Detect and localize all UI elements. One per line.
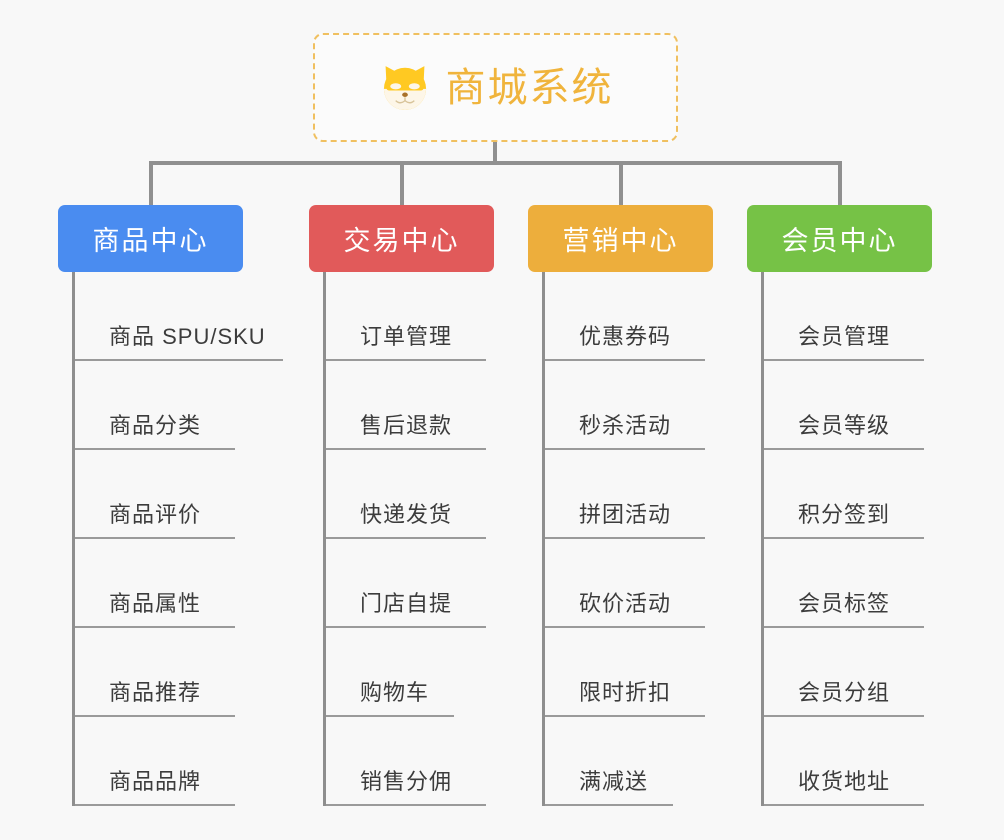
leaf-item-underline xyxy=(326,359,486,361)
leaf-item[interactable]: 商品 SPU/SKU xyxy=(75,272,283,361)
leaf-item[interactable]: 会员等级 xyxy=(764,361,924,450)
leaf-item-label: 优惠券码 xyxy=(579,324,672,349)
leaf-item-label: 销售分佣 xyxy=(360,769,453,794)
branch-box-marketing-center[interactable]: 营销中心 xyxy=(528,205,713,272)
leaf-item-underline xyxy=(326,715,454,717)
leaf-item-label: 砍价活动 xyxy=(579,591,672,616)
leaf-item[interactable]: 销售分佣 xyxy=(326,717,486,806)
leaf-item-underline xyxy=(326,626,486,628)
leaf-item-label: 快递发货 xyxy=(360,502,453,527)
connector-drop-1 xyxy=(149,161,153,207)
leaf-column-spine xyxy=(542,272,545,806)
leaf-item-label: 限时折扣 xyxy=(579,680,672,705)
leaf-item-underline xyxy=(326,448,486,450)
leaf-item-underline xyxy=(75,448,235,450)
leaf-item-label: 商品推荐 xyxy=(109,680,202,705)
leaf-item-label: 收货地址 xyxy=(798,769,891,794)
leaf-item-label: 售后退款 xyxy=(360,413,453,438)
leaf-item-underline xyxy=(545,537,705,539)
connector-horizontal-bus xyxy=(149,161,842,165)
leaf-item-underline xyxy=(764,448,924,450)
leaf-item[interactable]: 限时折扣 xyxy=(545,628,705,717)
branch-box-product-center[interactable]: 商品中心 xyxy=(58,205,243,272)
connector-drop-3 xyxy=(619,161,623,207)
leaf-item-underline xyxy=(764,715,924,717)
leaf-item[interactable]: 秒杀活动 xyxy=(545,361,705,450)
leaf-item-underline xyxy=(545,359,705,361)
leaf-item-underline xyxy=(326,537,486,539)
leaf-item-label: 拼团活动 xyxy=(579,502,672,527)
root-node-label: 商城系统 xyxy=(445,65,614,110)
leaf-column-spine xyxy=(323,272,326,806)
leaf-item-label: 商品 SPU/SKU xyxy=(109,324,266,349)
leaf-item[interactable]: 订单管理 xyxy=(326,272,486,361)
leaf-item[interactable]: 购物车 xyxy=(326,628,454,717)
leaf-column-spine xyxy=(761,272,764,806)
branch-box-member-center[interactable]: 会员中心 xyxy=(747,205,932,272)
leaf-item[interactable]: 售后退款 xyxy=(326,361,486,450)
leaf-item-label: 购物车 xyxy=(360,680,430,705)
leaf-item-label: 会员等级 xyxy=(798,413,891,438)
leaf-item-underline xyxy=(545,626,705,628)
leaf-item[interactable]: 会员管理 xyxy=(764,272,924,361)
leaf-item[interactable]: 商品分类 xyxy=(75,361,235,450)
connector-root-stem xyxy=(493,142,497,163)
leaf-item[interactable]: 优惠券码 xyxy=(545,272,705,361)
leaf-item[interactable]: 会员标签 xyxy=(764,539,924,628)
leaf-item[interactable]: 门店自提 xyxy=(326,539,486,628)
leaf-item-label: 商品分类 xyxy=(109,413,202,438)
leaf-item-underline xyxy=(326,804,486,806)
leaf-item[interactable]: 商品属性 xyxy=(75,539,235,628)
leaf-item-label: 秒杀活动 xyxy=(579,413,672,438)
leaf-item-underline xyxy=(545,804,673,806)
leaf-item-label: 会员管理 xyxy=(798,324,891,349)
leaf-item-underline xyxy=(764,537,924,539)
leaf-item-label: 门店自提 xyxy=(360,591,453,616)
leaf-item[interactable]: 商品品牌 xyxy=(75,717,235,806)
branch-label: 商品中心 xyxy=(92,226,209,256)
leaf-item-underline xyxy=(764,359,924,361)
leaf-item[interactable]: 会员分组 xyxy=(764,628,924,717)
leaf-item-underline xyxy=(75,715,235,717)
leaf-item-label: 会员分组 xyxy=(798,680,891,705)
leaf-item-label: 商品属性 xyxy=(109,591,202,616)
leaf-item-underline xyxy=(764,804,924,806)
root-node-mall-system[interactable]: 商城系统 xyxy=(313,33,678,142)
leaf-item-label: 满减送 xyxy=(579,769,649,794)
branch-box-trade-center[interactable]: 交易中心 xyxy=(309,205,494,272)
leaf-item-label: 积分签到 xyxy=(798,502,891,527)
leaf-item[interactable]: 砍价活动 xyxy=(545,539,705,628)
leaf-item-underline xyxy=(75,359,283,361)
shiba-dog-icon xyxy=(378,61,432,115)
leaf-item[interactable]: 收货地址 xyxy=(764,717,924,806)
connector-drop-4 xyxy=(838,161,842,207)
leaf-item[interactable]: 商品评价 xyxy=(75,450,235,539)
branch-label: 交易中心 xyxy=(343,226,460,256)
leaf-item-underline xyxy=(75,537,235,539)
branch-label: 会员中心 xyxy=(781,226,898,256)
leaf-item[interactable]: 满减送 xyxy=(545,717,673,806)
leaf-item-label: 商品评价 xyxy=(109,502,202,527)
leaf-item-underline xyxy=(764,626,924,628)
leaf-item[interactable]: 快递发货 xyxy=(326,450,486,539)
leaf-item-underline xyxy=(75,626,235,628)
leaf-item-label: 商品品牌 xyxy=(109,769,202,794)
leaf-item[interactable]: 拼团活动 xyxy=(545,450,705,539)
leaf-item-label: 订单管理 xyxy=(360,324,453,349)
leaf-item-label: 会员标签 xyxy=(798,591,891,616)
leaf-item-underline xyxy=(75,804,235,806)
leaf-item[interactable]: 积分签到 xyxy=(764,450,924,539)
connector-drop-2 xyxy=(400,161,404,207)
leaf-column-spine xyxy=(72,272,75,806)
leaf-item-underline xyxy=(545,448,705,450)
leaf-item-underline xyxy=(545,715,705,717)
branch-label: 营销中心 xyxy=(562,226,679,256)
leaf-item[interactable]: 商品推荐 xyxy=(75,628,235,717)
